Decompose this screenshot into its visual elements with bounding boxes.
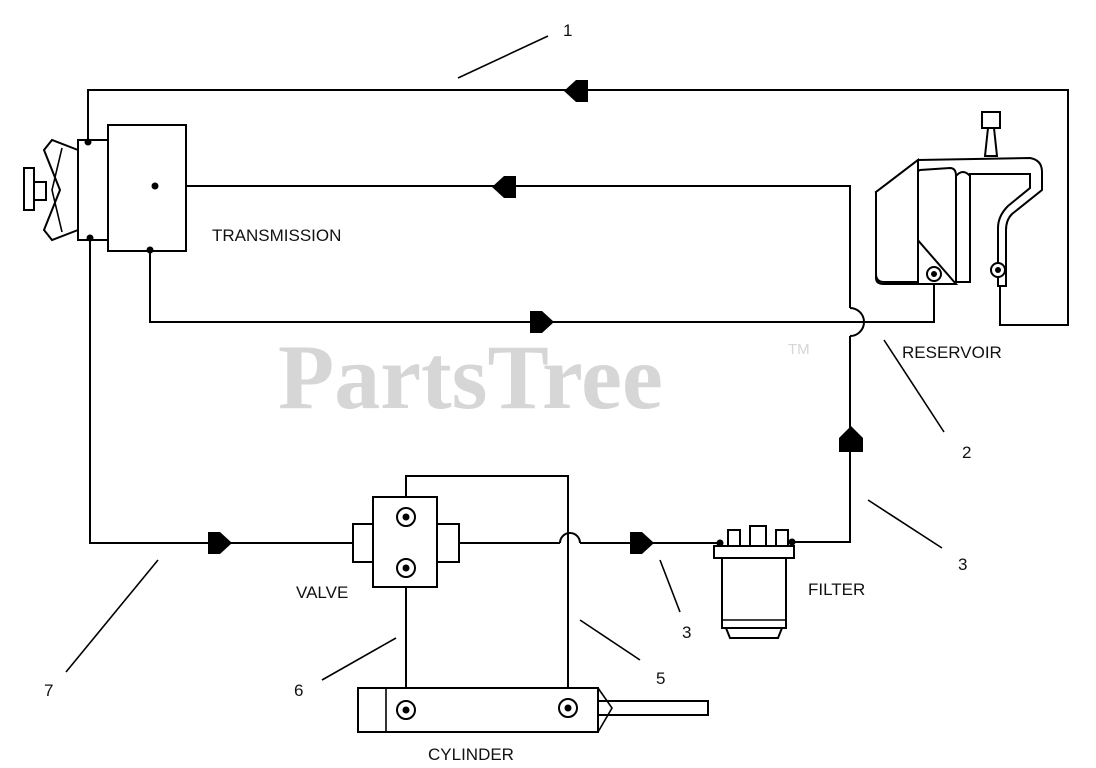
callout-5: 5 — [656, 669, 665, 688]
filter-bottom — [724, 627, 784, 639]
cylinder — [357, 687, 709, 733]
callout-3b: 3 — [682, 623, 691, 642]
transmission-housing-left — [77, 139, 109, 241]
callout-3: 3 — [958, 555, 967, 574]
flow-arrow-left-icon — [492, 176, 516, 198]
cylinder-rod — [597, 700, 709, 716]
leader-line-2 — [883, 339, 945, 433]
port-dot — [931, 271, 937, 277]
line-crossover-5 — [559, 532, 581, 544]
valve-end-right — [436, 523, 460, 563]
label-transmission: TRANSMISSION — [212, 226, 341, 245]
line-1 — [87, 89, 1069, 326]
watermark: PartsTree TM — [278, 326, 810, 428]
valve — [352, 496, 460, 588]
filter-canister — [721, 557, 787, 629]
watermark-trademark: TM — [788, 341, 810, 358]
line-3-filter-up — [792, 336, 851, 543]
reservoir-divider — [955, 171, 971, 283]
filter-head — [713, 545, 795, 559]
leader-line-3b — [659, 559, 681, 613]
port-dot — [564, 704, 572, 712]
leader-lines — [65, 35, 945, 681]
leader-line-3 — [867, 499, 943, 549]
reservoir — [874, 111, 1043, 287]
pulley-shaft-end — [23, 167, 35, 211]
port-dot — [86, 234, 94, 242]
flow-arrow-right-icon — [530, 311, 554, 333]
line-middle — [155, 185, 851, 308]
reservoir-neck — [983, 127, 999, 157]
label-filter: FILTER — [808, 580, 865, 599]
reservoir-cap-icon — [981, 111, 1001, 129]
flow-arrow-left-icon — [564, 80, 588, 102]
flow-arrows — [208, 80, 863, 554]
transmission — [23, 124, 187, 254]
pulley-icon — [42, 138, 79, 242]
flow-arrow-right-icon — [630, 532, 654, 554]
port-dot — [716, 539, 724, 547]
cylinder-gland — [597, 687, 613, 733]
reservoir-side — [875, 157, 919, 283]
callout-6: 6 — [294, 681, 303, 700]
port-dot — [788, 538, 796, 546]
leader-line-5 — [579, 619, 641, 661]
port-dot — [995, 267, 1001, 273]
filter — [713, 525, 796, 639]
component-labels: TRANSMISSION RESERVOIR VALVE FILTER CYLI… — [212, 226, 1002, 764]
leader-line-6 — [321, 637, 397, 681]
line-7 — [89, 238, 353, 544]
callout-7: 7 — [44, 681, 53, 700]
transmission-body — [107, 124, 187, 252]
port-dot — [151, 182, 159, 190]
label-valve: VALVE — [296, 583, 348, 602]
label-reservoir: RESERVOIR — [902, 343, 1002, 362]
watermark-text: PartsTree — [278, 326, 663, 428]
valve-end-left — [352, 523, 376, 563]
leader-line-7 — [65, 559, 159, 673]
callout-numbers: 1 2 3 3 5 6 7 — [44, 21, 971, 700]
port-dot — [402, 513, 410, 521]
pulley-groove — [51, 147, 63, 233]
leader-line-1 — [457, 35, 549, 79]
flow-arrow-right-icon — [208, 532, 232, 554]
filter-fitting — [749, 525, 767, 549]
flow-arrow-up-icon — [839, 426, 863, 452]
port-dot — [402, 706, 410, 714]
callout-2: 2 — [962, 443, 971, 462]
pulley-shaft — [33, 181, 47, 201]
port-dot — [146, 246, 154, 254]
label-cylinder: CYLINDER — [428, 745, 514, 764]
port-dot — [84, 138, 92, 146]
port-dot — [402, 564, 410, 572]
callout-1: 1 — [563, 21, 572, 40]
